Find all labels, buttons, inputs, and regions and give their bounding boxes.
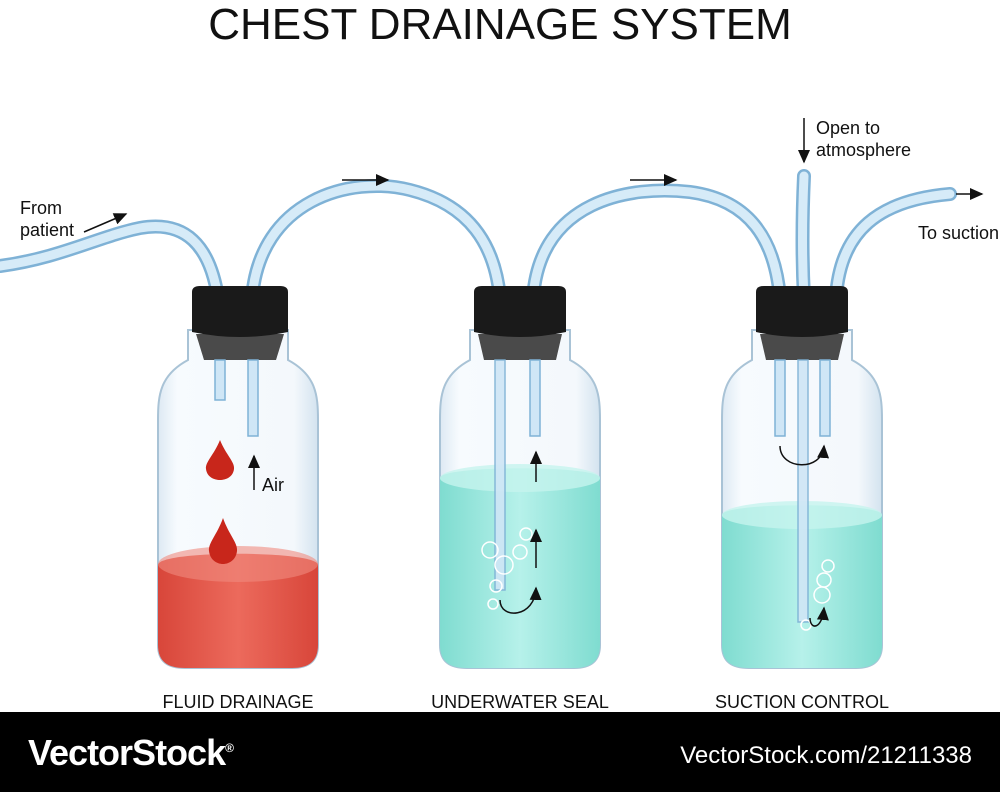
caption-suction-control: SUCTION CONTROL [714, 692, 889, 712]
water-fluid [440, 468, 600, 668]
from-patient-arrow [83, 213, 128, 233]
tube-from-patient [0, 219, 225, 305]
caption-fluid-drainage: FLUID DRAINAGE [162, 692, 314, 712]
stopper [756, 286, 848, 337]
caption-underwater-seal: UNDERWATER SEAL [431, 692, 609, 712]
tube-open-to-atmosphere [795, 169, 811, 305]
tube-bottle2-to-bottle3 [526, 183, 787, 305]
bottle-suction-control [721, 286, 883, 669]
tube-to-suction [829, 187, 957, 305]
stopper [474, 286, 566, 337]
flow-arrow [809, 606, 829, 627]
label-from-patient-line2: patient [20, 220, 75, 240]
stopper [192, 286, 288, 337]
bottle-fluid-drainage [157, 286, 319, 669]
diagram-title: CHEST DRAINAGE SYSTEM [208, 0, 792, 49]
blood-drop-icon [208, 518, 238, 564]
brand-name: VectorStock [28, 732, 226, 773]
bubbles [800, 559, 835, 631]
label-to-suction: To suction [918, 223, 1000, 243]
brand-url: VectorStock.com/21211338 [680, 742, 972, 769]
bubbles [481, 527, 533, 610]
label-air: Air [262, 475, 284, 495]
flow-arrow [499, 586, 542, 614]
blood-fluid [158, 553, 318, 668]
footer-bar [0, 712, 1000, 792]
tube-bottle1-to-bottle2 [245, 179, 507, 305]
stopper-collar [196, 334, 284, 360]
label-from-patient-line1: From [20, 198, 62, 218]
flow-arrow [779, 444, 830, 466]
label-open-line1: Open to [816, 118, 881, 138]
blood-drop-icon [205, 440, 235, 480]
label-open-line2: atmosphere [816, 140, 912, 160]
brand-logo: VectorStock® [28, 732, 234, 774]
bottle-underwater-seal [439, 286, 601, 669]
label-open-to-atmosphere: Open to atmosphere [816, 117, 911, 161]
label-from-patient: From patient [20, 197, 74, 241]
brand-reg-mark: ® [225, 741, 234, 755]
